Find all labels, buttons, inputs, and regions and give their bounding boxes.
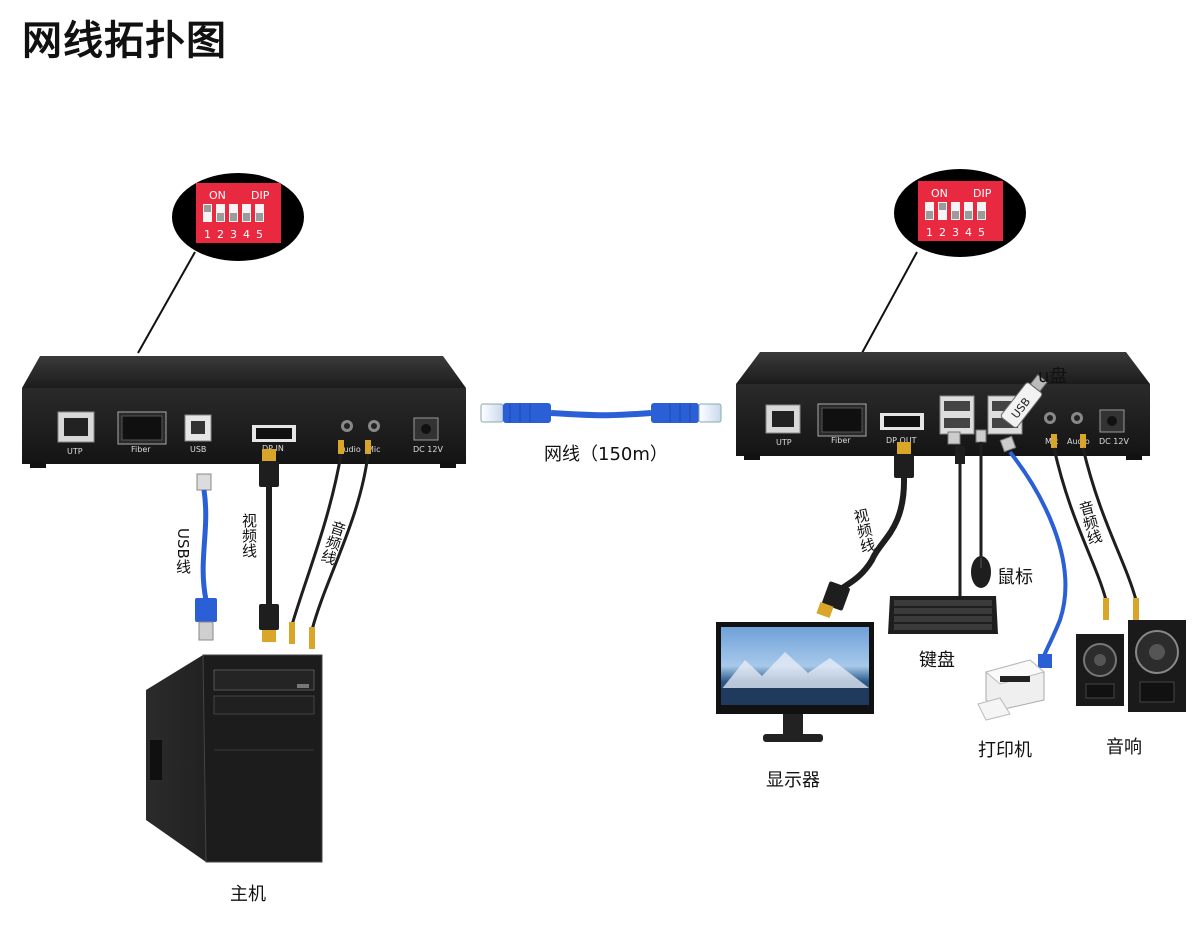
port-label: Fiber — [831, 436, 851, 445]
usb-drive-label: u盘 — [1038, 366, 1068, 387]
port-label: DC 12V — [1099, 437, 1129, 446]
audio-cables-left — [289, 440, 371, 649]
dip-number: 4 — [243, 228, 250, 241]
usb-cable — [195, 473, 217, 641]
dip-switch-transmitter: ON DIP 1 2 3 4 5 — [137, 173, 304, 354]
port-label: Audio — [1067, 437, 1090, 446]
audio-cables-right — [1051, 434, 1139, 620]
page-title: 网线拓扑图 — [22, 18, 227, 64]
dip-number: 3 — [230, 228, 237, 241]
video-cable-left-label: 视频线 — [240, 513, 258, 558]
mouse-image — [971, 556, 991, 588]
printer-label: 打印机 — [978, 740, 1032, 761]
speaker-image — [1076, 620, 1186, 712]
dip-number: 5 — [256, 228, 263, 241]
port-label: USB — [190, 445, 206, 454]
monitor-label: 显示器 — [766, 770, 820, 791]
mouse-cable — [975, 429, 987, 556]
port-label: Mic — [367, 445, 381, 454]
mouse-label: 鼠标 — [997, 567, 1033, 588]
host-label: 主机 — [230, 884, 266, 905]
dip-on-label: ON — [931, 187, 948, 200]
port-label: Fiber — [131, 445, 151, 454]
speaker-label: 音响 — [1106, 737, 1142, 758]
port-label: UTP — [776, 438, 792, 447]
port-label: DP IN — [262, 444, 284, 453]
dip-dip-label: DIP — [251, 189, 270, 202]
keyboard-image — [888, 596, 998, 634]
video-cable-right — [816, 442, 914, 619]
dip-dip-label: DIP — [973, 187, 992, 200]
printer-image — [977, 659, 1046, 721]
transmitter-box: UTP Fiber USB DP IN Audio Mic DC 12V — [22, 356, 466, 468]
dip-on-label: ON — [209, 189, 226, 202]
dip-number: 1 — [926, 226, 933, 239]
monitor-image — [716, 622, 874, 742]
port-label: UTP — [67, 447, 83, 456]
port-label: Audio — [338, 445, 361, 454]
port-label: DC 12V — [413, 445, 443, 454]
dip-number: 1 — [204, 228, 211, 241]
dip-number: 3 — [952, 226, 959, 239]
dip-number: 2 — [939, 226, 946, 239]
port-label: DP OUT — [886, 436, 917, 445]
receiver-box: UTP Fiber DP OUT Mic Audio DC 12V — [736, 352, 1150, 460]
keyboard-cable — [947, 431, 965, 598]
dip-number: 5 — [978, 226, 985, 239]
dip-switch-receiver: ON DIP 1 2 3 4 5 — [861, 169, 1026, 354]
host-pc-image — [146, 654, 323, 863]
keyboard-label: 键盘 — [919, 650, 955, 671]
video-cable-left — [259, 449, 279, 642]
network-cable-label: 网线（150m） — [544, 444, 668, 465]
dip-number: 4 — [965, 226, 972, 239]
dip-number: 2 — [217, 228, 224, 241]
printer-cable — [999, 435, 1068, 668]
network-cable — [480, 403, 722, 423]
usb-drive-image: USB — [1000, 373, 1048, 428]
usb-cable-label: USB线 — [174, 528, 192, 574]
